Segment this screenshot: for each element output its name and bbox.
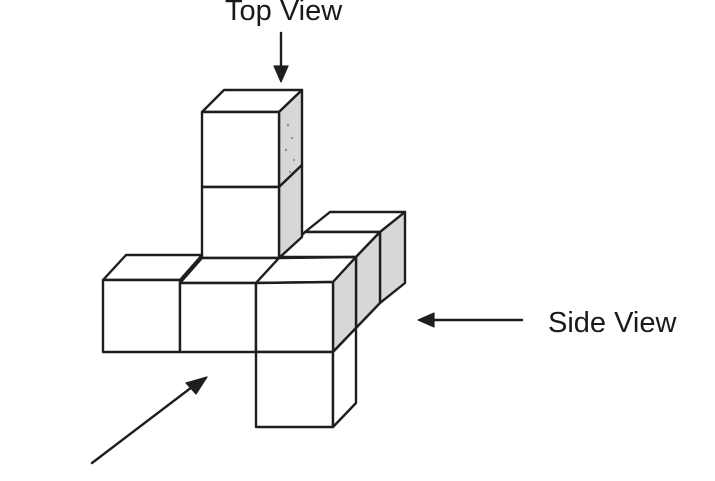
top-view-arrow: [273, 31, 289, 83]
cube-row-right: [254, 255, 358, 354]
side-view-arrow: [417, 312, 524, 328]
front-view-arrow: [90, 376, 208, 465]
cube-tower-upper: [200, 88, 304, 189]
shading-speckles: [284, 123, 295, 174]
side-view-label: Side View: [548, 307, 677, 339]
cube-back-right-rear: [303, 210, 407, 305]
cube-row-left: [101, 253, 204, 354]
cube-bottom: [254, 326, 358, 429]
top-view-label: Top View: [225, 0, 343, 27]
